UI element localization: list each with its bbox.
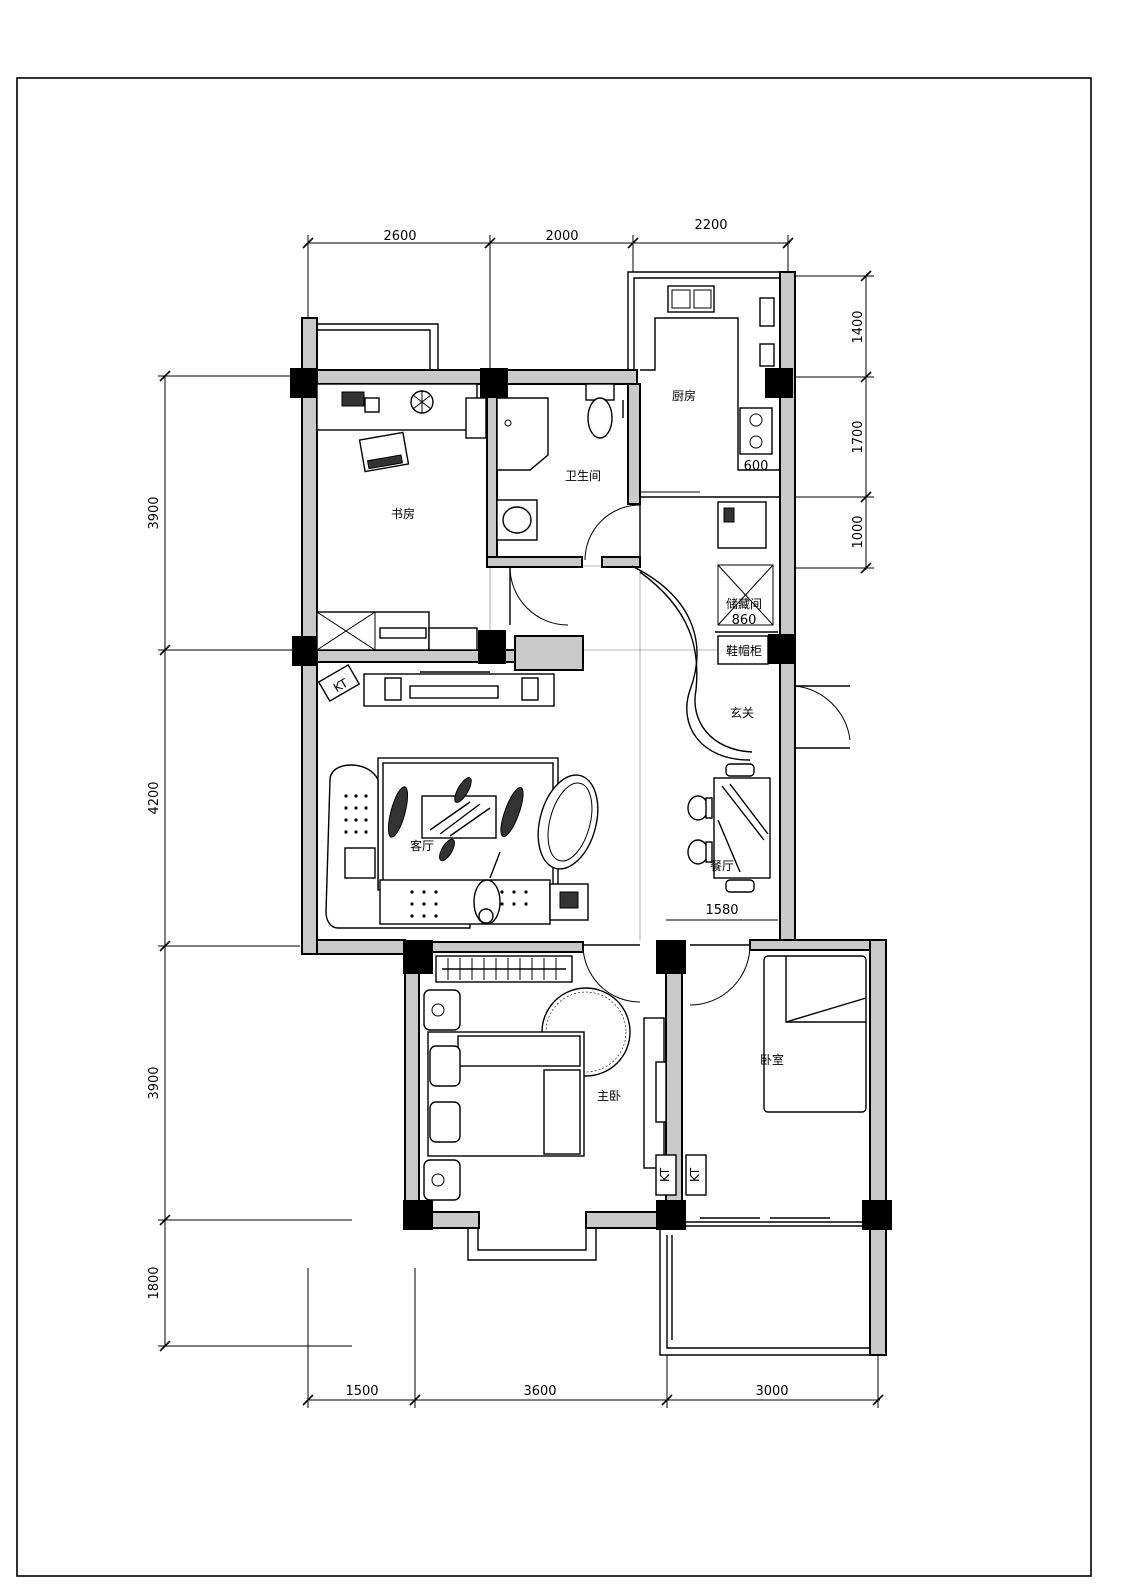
kitchen-fixtures [640, 285, 780, 665]
dim-left-4200: 4200 [147, 781, 162, 814]
dim-bottom-3000: 3000 [755, 1384, 788, 1399]
dining-table [713, 777, 771, 879]
dim-bottom-1500: 1500 [345, 1384, 378, 1399]
room-label-dining: 餐厅 [710, 858, 734, 873]
room-label-bedroom: 卧室 [760, 1052, 784, 1067]
dim-left-1800: 1800 [147, 1266, 162, 1299]
svg-text:KT: KT [331, 676, 351, 696]
dim-right-1400: 1400 [851, 310, 866, 343]
master-bedroom-furniture [423, 955, 707, 1201]
dim-bottom-3600: 3600 [523, 1384, 556, 1399]
armchair [537, 774, 599, 870]
room-label-entrance: 玄关 [730, 705, 754, 720]
coffee-table [421, 795, 497, 839]
dim-right-1700: 1700 [851, 420, 866, 453]
dim-inner-860: 860 [732, 613, 757, 628]
dim-top-2600: 2600 [383, 229, 416, 244]
bed [763, 955, 867, 1113]
room-label-master-bedroom: 主卧 [597, 1089, 621, 1103]
room-label-kitchen: 厨房 [672, 388, 696, 403]
walls [301, 271, 887, 1356]
living-furniture: KT [317, 664, 599, 929]
columns [290, 368, 892, 1230]
kt-label-1: KT [658, 1167, 672, 1182]
dim-left-3900b: 3900 [147, 1066, 162, 1099]
computer-icon [341, 391, 365, 407]
dim-top-2000: 2000 [545, 229, 578, 244]
dining-furniture [666, 763, 778, 921]
room-label-bathroom: 卫生间 [565, 469, 601, 483]
dim-inner-600: 600 [744, 459, 769, 474]
stove-icon [739, 407, 773, 455]
dim-right-1000: 1000 [851, 515, 866, 548]
dim-top-2200: 2200 [694, 218, 727, 233]
plant-icon [387, 786, 409, 838]
doors [509, 504, 851, 1340]
dim-left-3900a: 3900 [147, 496, 162, 529]
dim-inner-1580: 1580 [705, 903, 738, 918]
sheet-frame [16, 77, 1092, 1577]
kt-label-2: KT [688, 1167, 702, 1182]
room-label-study: 书房 [391, 506, 415, 521]
dimension-lines [158, 235, 884, 1408]
bathroom-fixtures [496, 383, 628, 541]
ac-unit-icon [317, 664, 361, 702]
room-label-shoe-cabinet: 鞋帽柜 [726, 643, 762, 658]
bedroom-furniture [763, 955, 867, 1113]
study-furniture [316, 383, 487, 651]
room-label-living: 客厅 [410, 838, 434, 853]
room-label-storage: 储藏间 [726, 596, 762, 611]
